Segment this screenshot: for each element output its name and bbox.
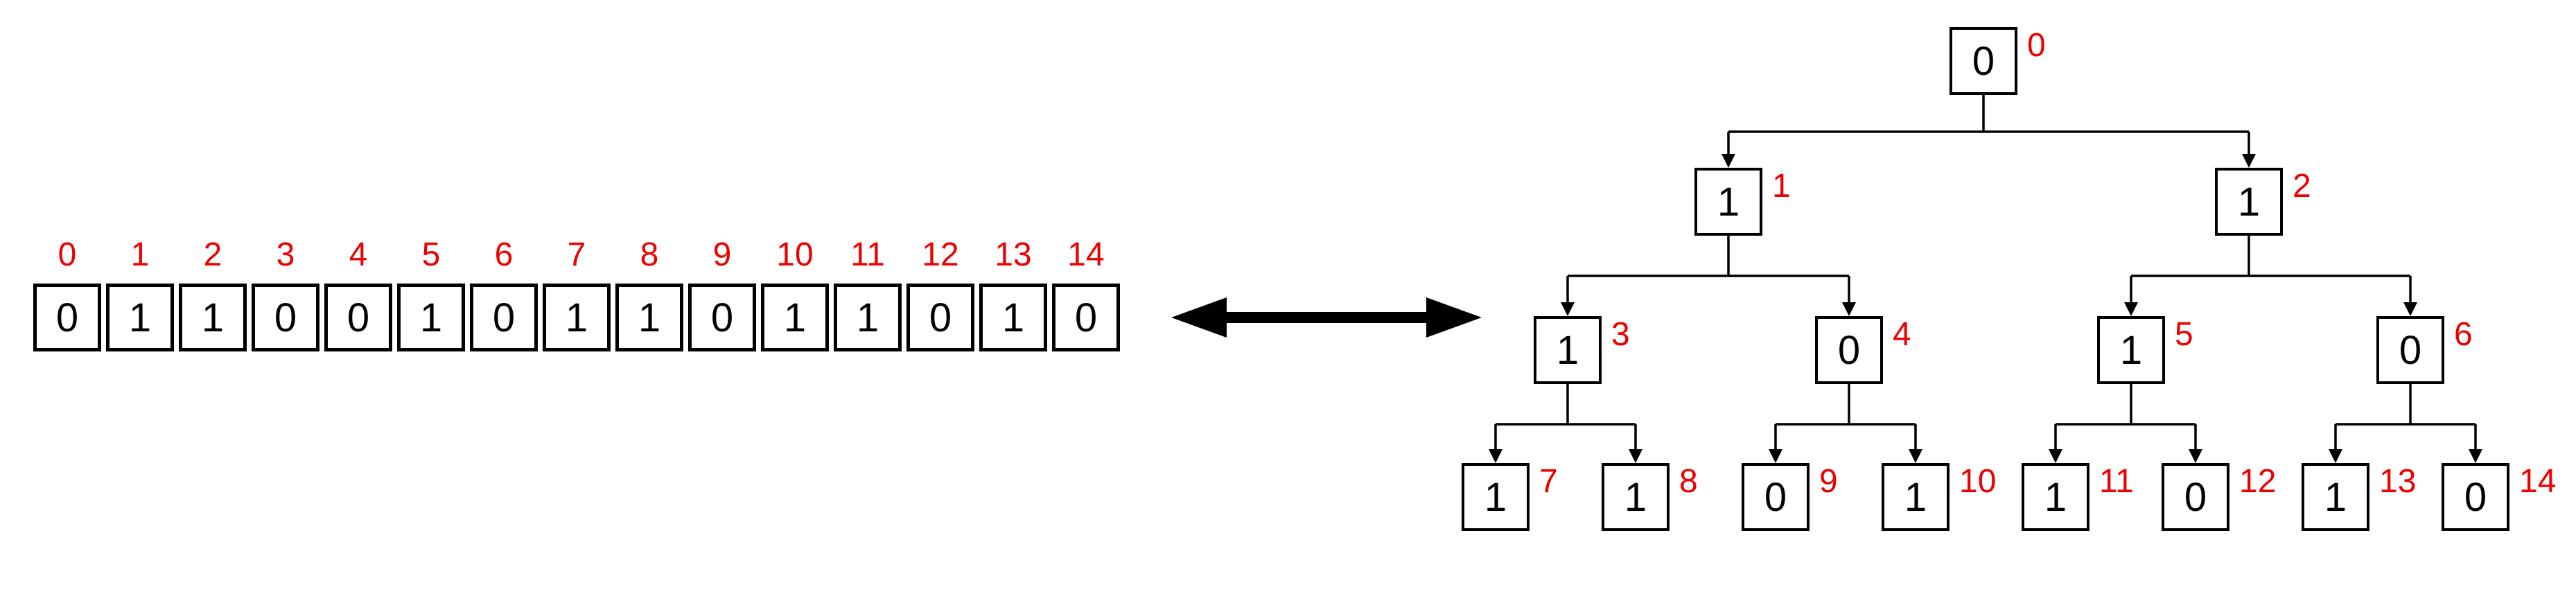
array-index-label: 12 xyxy=(922,236,959,273)
array-index-label: 3 xyxy=(276,236,295,273)
array-index-label: 8 xyxy=(640,236,659,273)
tree-node: 0 xyxy=(1815,316,1883,384)
array-index-label: 2 xyxy=(203,236,222,273)
arrow-down-icon xyxy=(1842,302,1856,316)
tree-node: 1 xyxy=(2302,463,2369,531)
array-cell: 1 xyxy=(106,284,174,351)
array-cell: 1 xyxy=(979,284,1047,351)
array-index-label: 7 xyxy=(567,236,586,273)
tree-node-index-label: 12 xyxy=(2239,463,2277,500)
array-index-label: 14 xyxy=(1067,236,1105,273)
arrow-down-icon xyxy=(2049,449,2062,463)
tree-node: 1 xyxy=(1882,463,1949,531)
arrow-down-icon xyxy=(1561,302,1575,316)
tree-node-index-label: 10 xyxy=(1959,463,1997,500)
tree-node: 0 xyxy=(2442,463,2509,531)
tree-node-index-label: 3 xyxy=(1611,316,1630,353)
tree-node: 0 xyxy=(1742,463,1810,531)
tree-node: 1 xyxy=(1694,168,1762,236)
array-index-label: 1 xyxy=(130,236,150,273)
arrow-down-icon xyxy=(1721,154,1735,168)
array-index-label: 5 xyxy=(421,236,441,273)
array-cell: 0 xyxy=(33,284,101,351)
tree-edge-lines xyxy=(1494,95,2477,452)
tree-node: 1 xyxy=(2022,463,2089,531)
array-cell: 1 xyxy=(543,284,611,351)
tree-node-index-label: 11 xyxy=(2099,463,2134,500)
tree-node-index-label: 9 xyxy=(1819,463,1838,500)
arrow-down-icon xyxy=(1489,449,1502,463)
array-index-label: 13 xyxy=(995,236,1032,273)
tree-node-index-label: 0 xyxy=(2027,27,2046,64)
arrow-down-icon xyxy=(2189,449,2202,463)
arrow-down-icon xyxy=(1629,449,1642,463)
arrow-down-icon xyxy=(2242,154,2256,168)
tree-node: 1 xyxy=(2215,168,2283,236)
arrow-down-icon xyxy=(2469,449,2482,463)
array-cell: 0 xyxy=(1052,284,1120,351)
tree-node-index-label: 13 xyxy=(2379,463,2417,500)
array-cell: 1 xyxy=(761,284,829,351)
tree-node: 1 xyxy=(1602,463,1670,531)
arrow-down-icon xyxy=(2329,449,2342,463)
tree-node: 1 xyxy=(1462,463,1530,531)
array-index-label: 0 xyxy=(58,236,77,273)
tree-node-index-label: 8 xyxy=(1679,463,1698,500)
tree-node: 0 xyxy=(2162,463,2229,531)
arrow-down-icon xyxy=(1909,449,1922,463)
tree-node: 1 xyxy=(1534,316,1602,384)
arrow-down-icon xyxy=(2124,302,2138,316)
tree-node-index-label: 6 xyxy=(2454,316,2473,353)
tree-node: 0 xyxy=(1949,27,2017,95)
arrow-down-icon xyxy=(1769,449,1782,463)
tree-node-index-label: 7 xyxy=(1539,463,1558,500)
tree-node-index-label: 5 xyxy=(2175,316,2193,353)
array-index-label: 6 xyxy=(494,236,514,273)
array-cell: 1 xyxy=(615,284,683,351)
tree-node: 1 xyxy=(2097,316,2165,384)
array-cell: 0 xyxy=(470,284,538,351)
arrow-down-icon xyxy=(2403,302,2417,316)
array-cell: 0 xyxy=(688,284,756,351)
array-cell: 1 xyxy=(397,284,465,351)
array-cell: 1 xyxy=(834,284,902,351)
array-cell: 1 xyxy=(179,284,247,351)
array-index-label: 10 xyxy=(776,236,814,273)
array-cell: 0 xyxy=(906,284,974,351)
tree-node-index-label: 1 xyxy=(1772,168,1791,204)
tree-node-index-label: 4 xyxy=(1893,316,1911,353)
array-index-label: 9 xyxy=(712,236,732,273)
tree-node: 0 xyxy=(2376,316,2444,384)
array-index-label: 11 xyxy=(850,236,885,273)
array-cell: 0 xyxy=(324,284,392,351)
array-cell: 0 xyxy=(252,284,319,351)
tree-node-index-label: 2 xyxy=(2293,168,2311,204)
array-index-label: 4 xyxy=(349,236,368,273)
tree-node-index-label: 14 xyxy=(2519,463,2557,500)
